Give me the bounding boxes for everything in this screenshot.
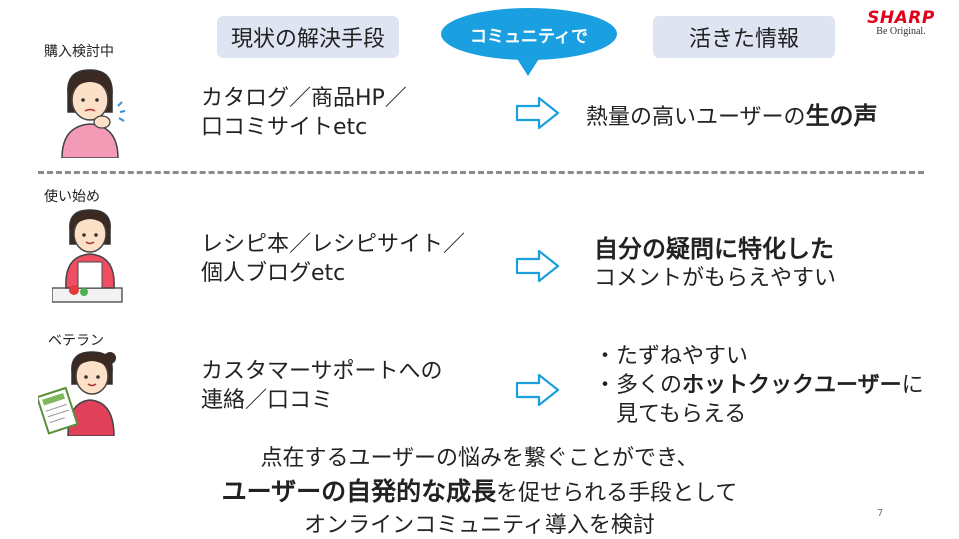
result-line: 見てもらえる bbox=[616, 402, 747, 427]
stage-label-beginner: 使い始め bbox=[44, 189, 100, 205]
result-text-veteran: ・たずねやすい ・多くのホットクックユーザーに 見てもらえる bbox=[594, 342, 924, 429]
result-normal: コメントがもらえやすい bbox=[594, 266, 837, 291]
brand-tagline: Be Original. bbox=[876, 26, 926, 37]
summary-line-3: オンラインコミュニティ導入を検討 bbox=[304, 513, 655, 538]
arrow-right-icon bbox=[515, 96, 560, 130]
result-bold: 自分の疑問に特化した bbox=[594, 235, 834, 263]
summary-line-1: 点在するユーザーの悩みを繋ぐことができ、 bbox=[260, 446, 699, 471]
stage-label-considering: 購入検討中 bbox=[44, 44, 114, 60]
benefit-header: 活きた情報 bbox=[653, 16, 835, 58]
thinking-woman-illustration bbox=[61, 69, 126, 158]
method-line: 連絡／口コミ bbox=[201, 388, 334, 413]
result-line: ・多くのホットクックユーザーに bbox=[594, 371, 924, 400]
sharp-logo: SHARP Be Original. bbox=[856, 8, 946, 37]
result-suffix: に bbox=[901, 373, 924, 398]
result-text-beginner: 自分の疑問に特化した コメントがもらえやすい bbox=[594, 234, 836, 294]
veteran-woman-with-recipe-illustration bbox=[38, 351, 116, 436]
method-line: カスタマーサポートへの bbox=[201, 359, 443, 384]
result-bold: 生の声 bbox=[805, 102, 878, 130]
arrow-right-icon bbox=[515, 249, 560, 283]
method-line: レシピ本／レシピサイト／ bbox=[201, 232, 466, 257]
section-divider bbox=[38, 171, 924, 174]
method-text-veteran: カスタマーサポートへの 連絡／口コミ bbox=[201, 357, 443, 415]
community-bubble-label: コミュニティで bbox=[470, 26, 588, 47]
benefit-label: 活きた情報 bbox=[688, 27, 799, 52]
brand-name: SHARP bbox=[867, 8, 935, 28]
result-bold: ホットクックユーザー bbox=[682, 373, 902, 398]
result-normal: 熱量の高いユーザーの bbox=[586, 105, 806, 130]
method-text-beginner: レシピ本／レシピサイト／ 個人ブログetc bbox=[201, 230, 465, 288]
result-line: ・たずねやすい bbox=[594, 344, 749, 369]
current-solution-header: 現状の解決手段 bbox=[217, 16, 399, 58]
current-solution-label: 現状の解決手段 bbox=[230, 27, 385, 52]
community-speech-bubble: コミュニティで bbox=[441, 8, 617, 60]
stage-label-veteran: ベテラン bbox=[48, 333, 104, 349]
method-line: 個人ブログetc bbox=[201, 261, 346, 286]
cooking-woman-illustration bbox=[52, 209, 123, 303]
result-prefix: ・多くの bbox=[594, 373, 683, 398]
method-line: カタログ／商品HP／ bbox=[201, 86, 407, 111]
method-text-considering: カタログ／商品HP／ 口コミサイトetc bbox=[201, 84, 407, 142]
summary-line-2: ユーザーの自発的な成長を促せられる手段として bbox=[0, 472, 959, 508]
summary-bold: ユーザーの自発的な成長 bbox=[221, 477, 497, 506]
result-text-considering: 熱量の高いユーザーの生の声 bbox=[586, 101, 878, 133]
method-line: 口コミサイトetc bbox=[201, 115, 368, 140]
arrow-right-icon bbox=[515, 373, 560, 407]
speech-bubble-tail bbox=[514, 54, 542, 76]
page-number: 7 bbox=[877, 508, 884, 519]
summary-rest: を促せられる手段として bbox=[496, 481, 738, 506]
